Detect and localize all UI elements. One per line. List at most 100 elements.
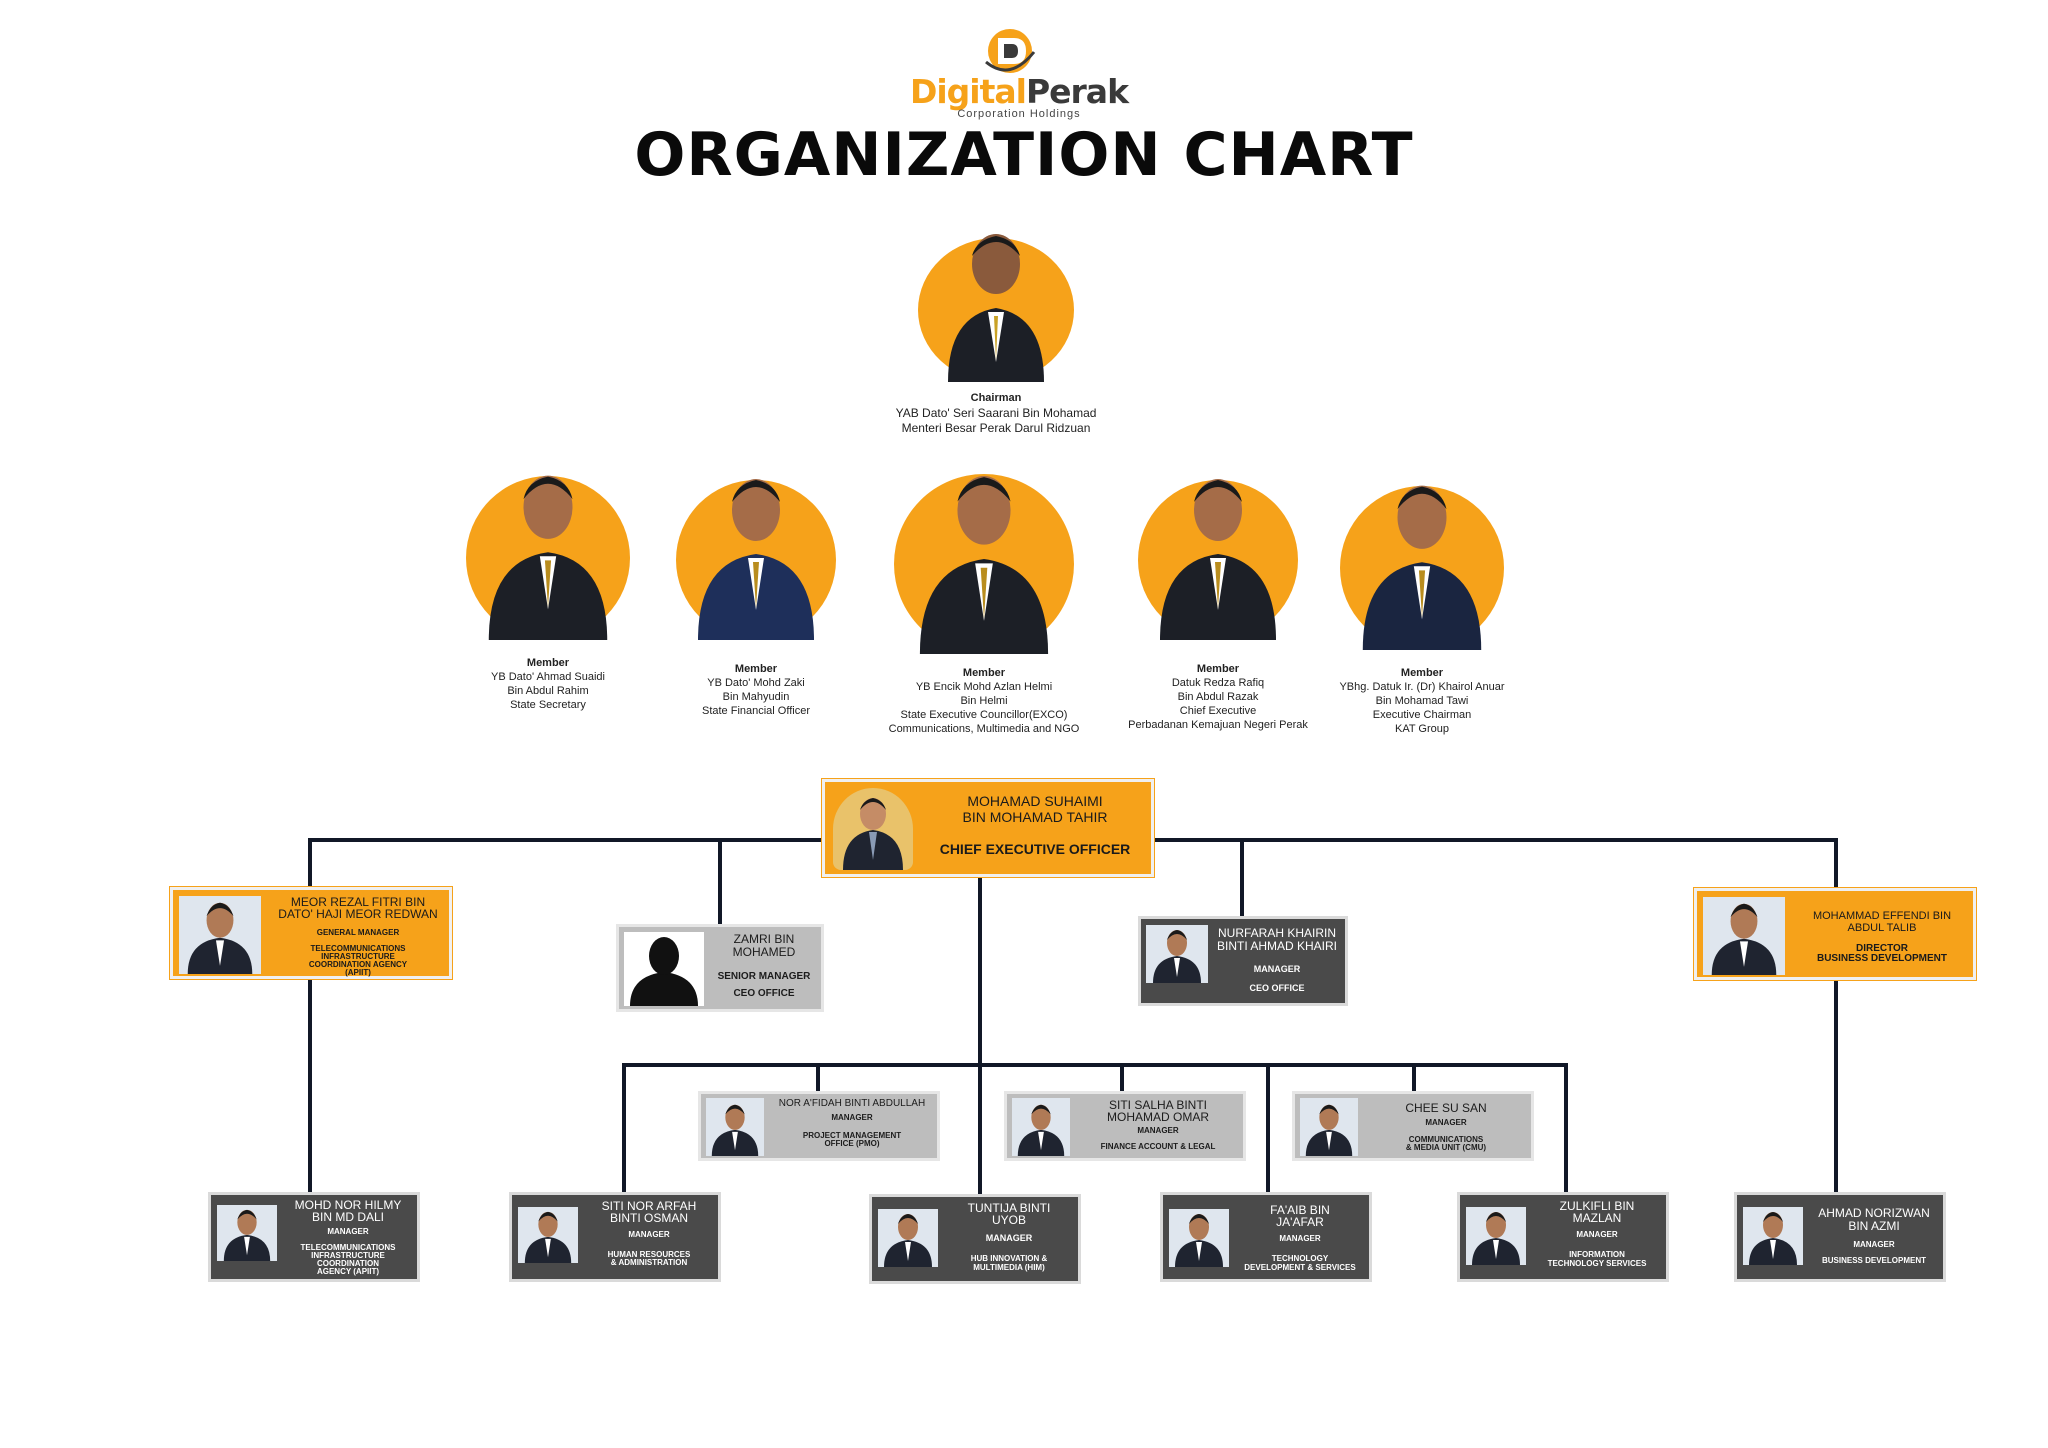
salha-name-line1: SITI SALHA BINTI [1108, 1098, 1208, 1112]
person-silhouette-icon [524, 1211, 572, 1263]
afidah-name-line1: NOR A'FIDAH BINTI ABDULLAH [778, 1098, 926, 1109]
ceo-name-line2: BIN MOHAMAD TAHIR [962, 809, 1108, 825]
board-member-portrait [466, 475, 630, 640]
tuntija-card[interactable]: TUNTIJA BINTI UYOB MANAGER HUB INNOVATIO… [869, 1194, 1081, 1284]
nurfarah-role: MANAGER [1253, 964, 1301, 974]
person-silhouette-icon [1472, 1212, 1520, 1265]
hilmy-dept-line1: TELECOMMUNICATIONS [300, 1243, 396, 1252]
hilmy-photo [217, 1205, 277, 1261]
tuntija-name-line1: TUNTIJA BINTI [967, 1201, 1051, 1215]
salha-card[interactable]: SITI SALHA BINTI MOHAMAD OMAR MANAGER FI… [1004, 1091, 1246, 1161]
person-silhouette-icon [1153, 930, 1201, 983]
person-silhouette-icon [1175, 1214, 1223, 1267]
logo-wordmark: DigitalPerak [909, 72, 1129, 111]
board-member-role: Member [1400, 667, 1444, 679]
board-member-line: YB Encik Mohd Azlan Helmi [915, 681, 1053, 693]
ceo-card[interactable]: MOHAMAD SUHAIMI BIN MOHAMAD TAHIR CHIEF … [822, 779, 1154, 877]
hilmy-name-line1: MOHD NOR HILMY [294, 1198, 402, 1212]
person-silhouette-icon [1749, 1212, 1797, 1265]
board-member-line: Chief Executive [1179, 705, 1257, 717]
chairman-role: Chairman [970, 392, 1022, 404]
zamri-dept: CEO OFFICE [733, 988, 795, 999]
arfah-photo [518, 1207, 578, 1263]
arfah-card[interactable]: SITI NOR ARFAH BINTI OSMAN MANAGER HUMAN… [509, 1192, 721, 1282]
board-member-line: Bin Abdul Rahim [507, 685, 589, 697]
faaib-dept-line1: TECHNOLOGY [1271, 1254, 1329, 1263]
gm-card[interactable]: MEOR REZAL FITRI BIN DATO' HAJI MEOR RED… [170, 887, 452, 979]
page-title: ORGANIZATION CHART [634, 120, 1414, 190]
chee-role: MANAGER [1425, 1118, 1467, 1127]
arfah-dept-line2: & ADMINISTRATION [610, 1258, 688, 1267]
person-silhouette-icon [884, 1214, 932, 1267]
faaib-card[interactable]: FA'AIB BIN JA'AFAR MANAGER TECHNOLOGY DE… [1160, 1192, 1372, 1282]
board-member-line: YB Dato' Ahmad Suaidi [490, 671, 605, 683]
arfah-name-line1: SITI NOR ARFAH [601, 1199, 697, 1213]
board-member-role: Member [1196, 663, 1240, 675]
gm-dept-line2: INFRASTRUCTURE [321, 952, 395, 961]
chee-dept-line2: & MEDIA UNIT (CMU) [1405, 1143, 1487, 1152]
norizwan-card[interactable]: AHMAD NORIZWAN BIN AZMI MANAGER BUSINESS… [1734, 1192, 1946, 1282]
hilmy-role: MANAGER [327, 1227, 369, 1236]
ceo-role: CHIEF EXECUTIVE OFFICER [939, 841, 1131, 857]
zamri-name-line2: MOHAMED [732, 945, 796, 959]
salha-role: MANAGER [1137, 1126, 1179, 1135]
person-silhouette-icon [698, 479, 814, 640]
afidah-dept-line1: PROJECT MANAGEMENT [802, 1131, 902, 1140]
afidah-card[interactable]: NOR A'FIDAH BINTI ABDULLAH MANAGER PROJE… [698, 1091, 940, 1161]
zulkifli-card[interactable]: ZULKIFLI BIN MAZLAN MANAGER INFORMATION … [1457, 1192, 1669, 1282]
nurfarah-dept: CEO OFFICE [1249, 983, 1305, 993]
hilmy-dept-line3: COORDINATION [316, 1259, 380, 1268]
zulkifli-name-line1: ZULKIFLI BIN [1559, 1199, 1635, 1213]
salha-name-line2: MOHAMAD OMAR [1107, 1110, 1209, 1124]
faaib-photo [1169, 1209, 1229, 1267]
hilmy-card[interactable]: MOHD NOR HILMY BIN MD DALI MANAGER TELEC… [208, 1192, 420, 1282]
board-member-role: Member [962, 667, 1006, 679]
norizwan-photo [1743, 1207, 1803, 1265]
ceo-name-line1: MOHAMAD SUHAIMI [967, 793, 1103, 809]
board-member-line: Datuk Redza Rafiq [1171, 677, 1265, 689]
person-silhouette-icon [1362, 485, 1482, 650]
person-silhouette-icon [919, 476, 1049, 654]
gm-photo [179, 896, 261, 974]
chee-card[interactable]: CHEE SU SAN MANAGER COMMUNICATIONS & MED… [1292, 1091, 1534, 1161]
person-silhouette-icon [187, 902, 253, 974]
person-silhouette-icon [630, 937, 698, 1006]
hilmy-dept-line4: AGENCY (APIIT) [316, 1267, 380, 1276]
zamri-card[interactable]: ZAMRI BIN MOHAMED SENIOR MANAGER CEO OFF… [616, 924, 824, 1012]
zulkifli-name-line2: MAZLAN [1572, 1211, 1622, 1225]
director-name-line1: MOHAMMAD EFFENDI BIN [1812, 910, 1952, 922]
zulkifli-dept-line1: INFORMATION [1569, 1250, 1625, 1259]
director-dept: BUSINESS DEVELOPMENT [1816, 953, 1948, 964]
board-member-role: Member [526, 657, 570, 669]
board-member-line: State Secretary [510, 699, 586, 711]
board-member-line: Communications, Multimedia and NGO [888, 723, 1080, 735]
faaib-dept-line2: DEVELOPMENT & SERVICES [1244, 1263, 1356, 1272]
director-card[interactable]: MOHAMMAD EFFENDI BIN ABDUL TALIB DIRECTO… [1694, 888, 1976, 980]
board-member-line: Bin Mohamad Tawi [1375, 695, 1469, 707]
afidah-role: MANAGER [831, 1113, 873, 1122]
hilmy-name-line2: BIN MD DALI [311, 1210, 384, 1224]
zamri-photo [624, 932, 704, 1006]
nurfarah-card[interactable]: NURFARAH KHAIRIN BINTI AHMAD KHAIRI MANA… [1138, 916, 1348, 1006]
arfah-role: MANAGER [628, 1230, 670, 1239]
chee-dept-line1: COMMUNICATIONS [1408, 1135, 1484, 1144]
chee-photo [1300, 1098, 1358, 1156]
chairman-title: Menteri Besar Perak Darul Ridzuan [901, 421, 1091, 435]
person-silhouette-icon [1160, 479, 1276, 640]
chairman-caption: Chairman YAB Dato' Seri Saarani Bin Moha… [850, 391, 1142, 436]
director-role: DIRECTOR [1855, 943, 1909, 954]
salha-dept: FINANCE ACCOUNT & LEGAL [1100, 1142, 1216, 1151]
person-silhouette-icon [711, 1104, 759, 1156]
director-photo [1703, 897, 1785, 975]
norizwan-role: MANAGER [1853, 1240, 1895, 1249]
person-silhouette-icon [223, 1209, 271, 1261]
tuntija-dept-line1: HUB INNOVATION & [970, 1254, 1048, 1263]
person-silhouette-icon [1711, 903, 1777, 975]
nurfarah-name-line2: BINTI AHMAD KHAIRI [1216, 939, 1338, 953]
faaib-role: MANAGER [1279, 1234, 1321, 1243]
person-silhouette-icon [948, 234, 1044, 382]
